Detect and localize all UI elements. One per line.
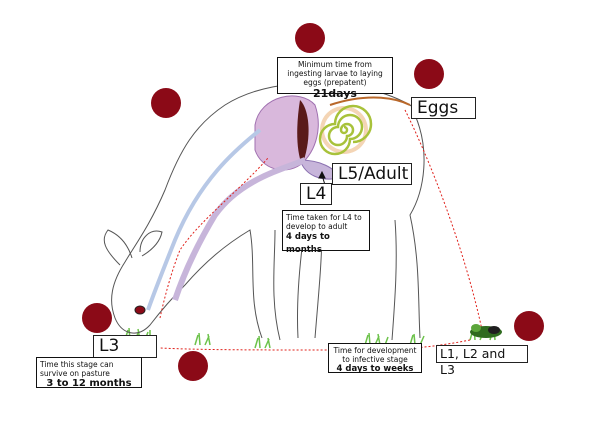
marker-right xyxy=(514,311,544,341)
label-l3: L3 xyxy=(93,335,157,358)
manure-pile-icon xyxy=(470,324,502,338)
spiral-colon-icon xyxy=(318,104,373,156)
intestine-tract xyxy=(172,157,307,301)
infective-development-value: 4 days to weeks xyxy=(336,364,414,374)
marker-left xyxy=(151,88,181,118)
info-box-prepatent: Minimum time from ingesting larvae to la… xyxy=(277,57,393,100)
infective-development-text: Time for development to infective stage xyxy=(333,346,417,364)
info-box-l3-survival: Time this stage can survive on pasture 3… xyxy=(36,357,142,389)
prepatent-text: Minimum time from ingesting larvae to la… xyxy=(287,60,383,87)
organs xyxy=(134,95,411,315)
l4-development-value: 4 days to months xyxy=(286,232,330,255)
marker-lower-left xyxy=(82,303,112,333)
l3-survival-text: Time this stage can survive on pasture xyxy=(40,360,114,378)
info-box-l4-development: Time taken for L4 to develop to adult 4 … xyxy=(282,210,370,255)
info-box-infective-development: Time for development to infective stage … xyxy=(328,343,422,374)
l3-survival-value: 3 to 12 months xyxy=(46,378,132,389)
marker-bottom xyxy=(178,351,208,381)
esophagus xyxy=(146,128,262,311)
label-l1-l2-l3: L1, L2 and L3 xyxy=(436,345,528,377)
label-l4: L4 xyxy=(300,183,332,205)
rumen xyxy=(254,95,319,171)
l4-development-text: Time taken for L4 to develop to adult xyxy=(286,213,362,231)
marker-top xyxy=(295,23,325,53)
colon xyxy=(329,96,411,106)
markers xyxy=(82,23,544,381)
liver xyxy=(297,100,309,165)
marker-top-right xyxy=(414,59,444,89)
prepatent-value: 21days xyxy=(313,87,357,100)
label-l5-adult: L5/Adult xyxy=(332,163,412,185)
deer-eye xyxy=(134,305,146,315)
deer-outline xyxy=(103,82,425,341)
label-eggs: Eggs xyxy=(411,97,476,119)
